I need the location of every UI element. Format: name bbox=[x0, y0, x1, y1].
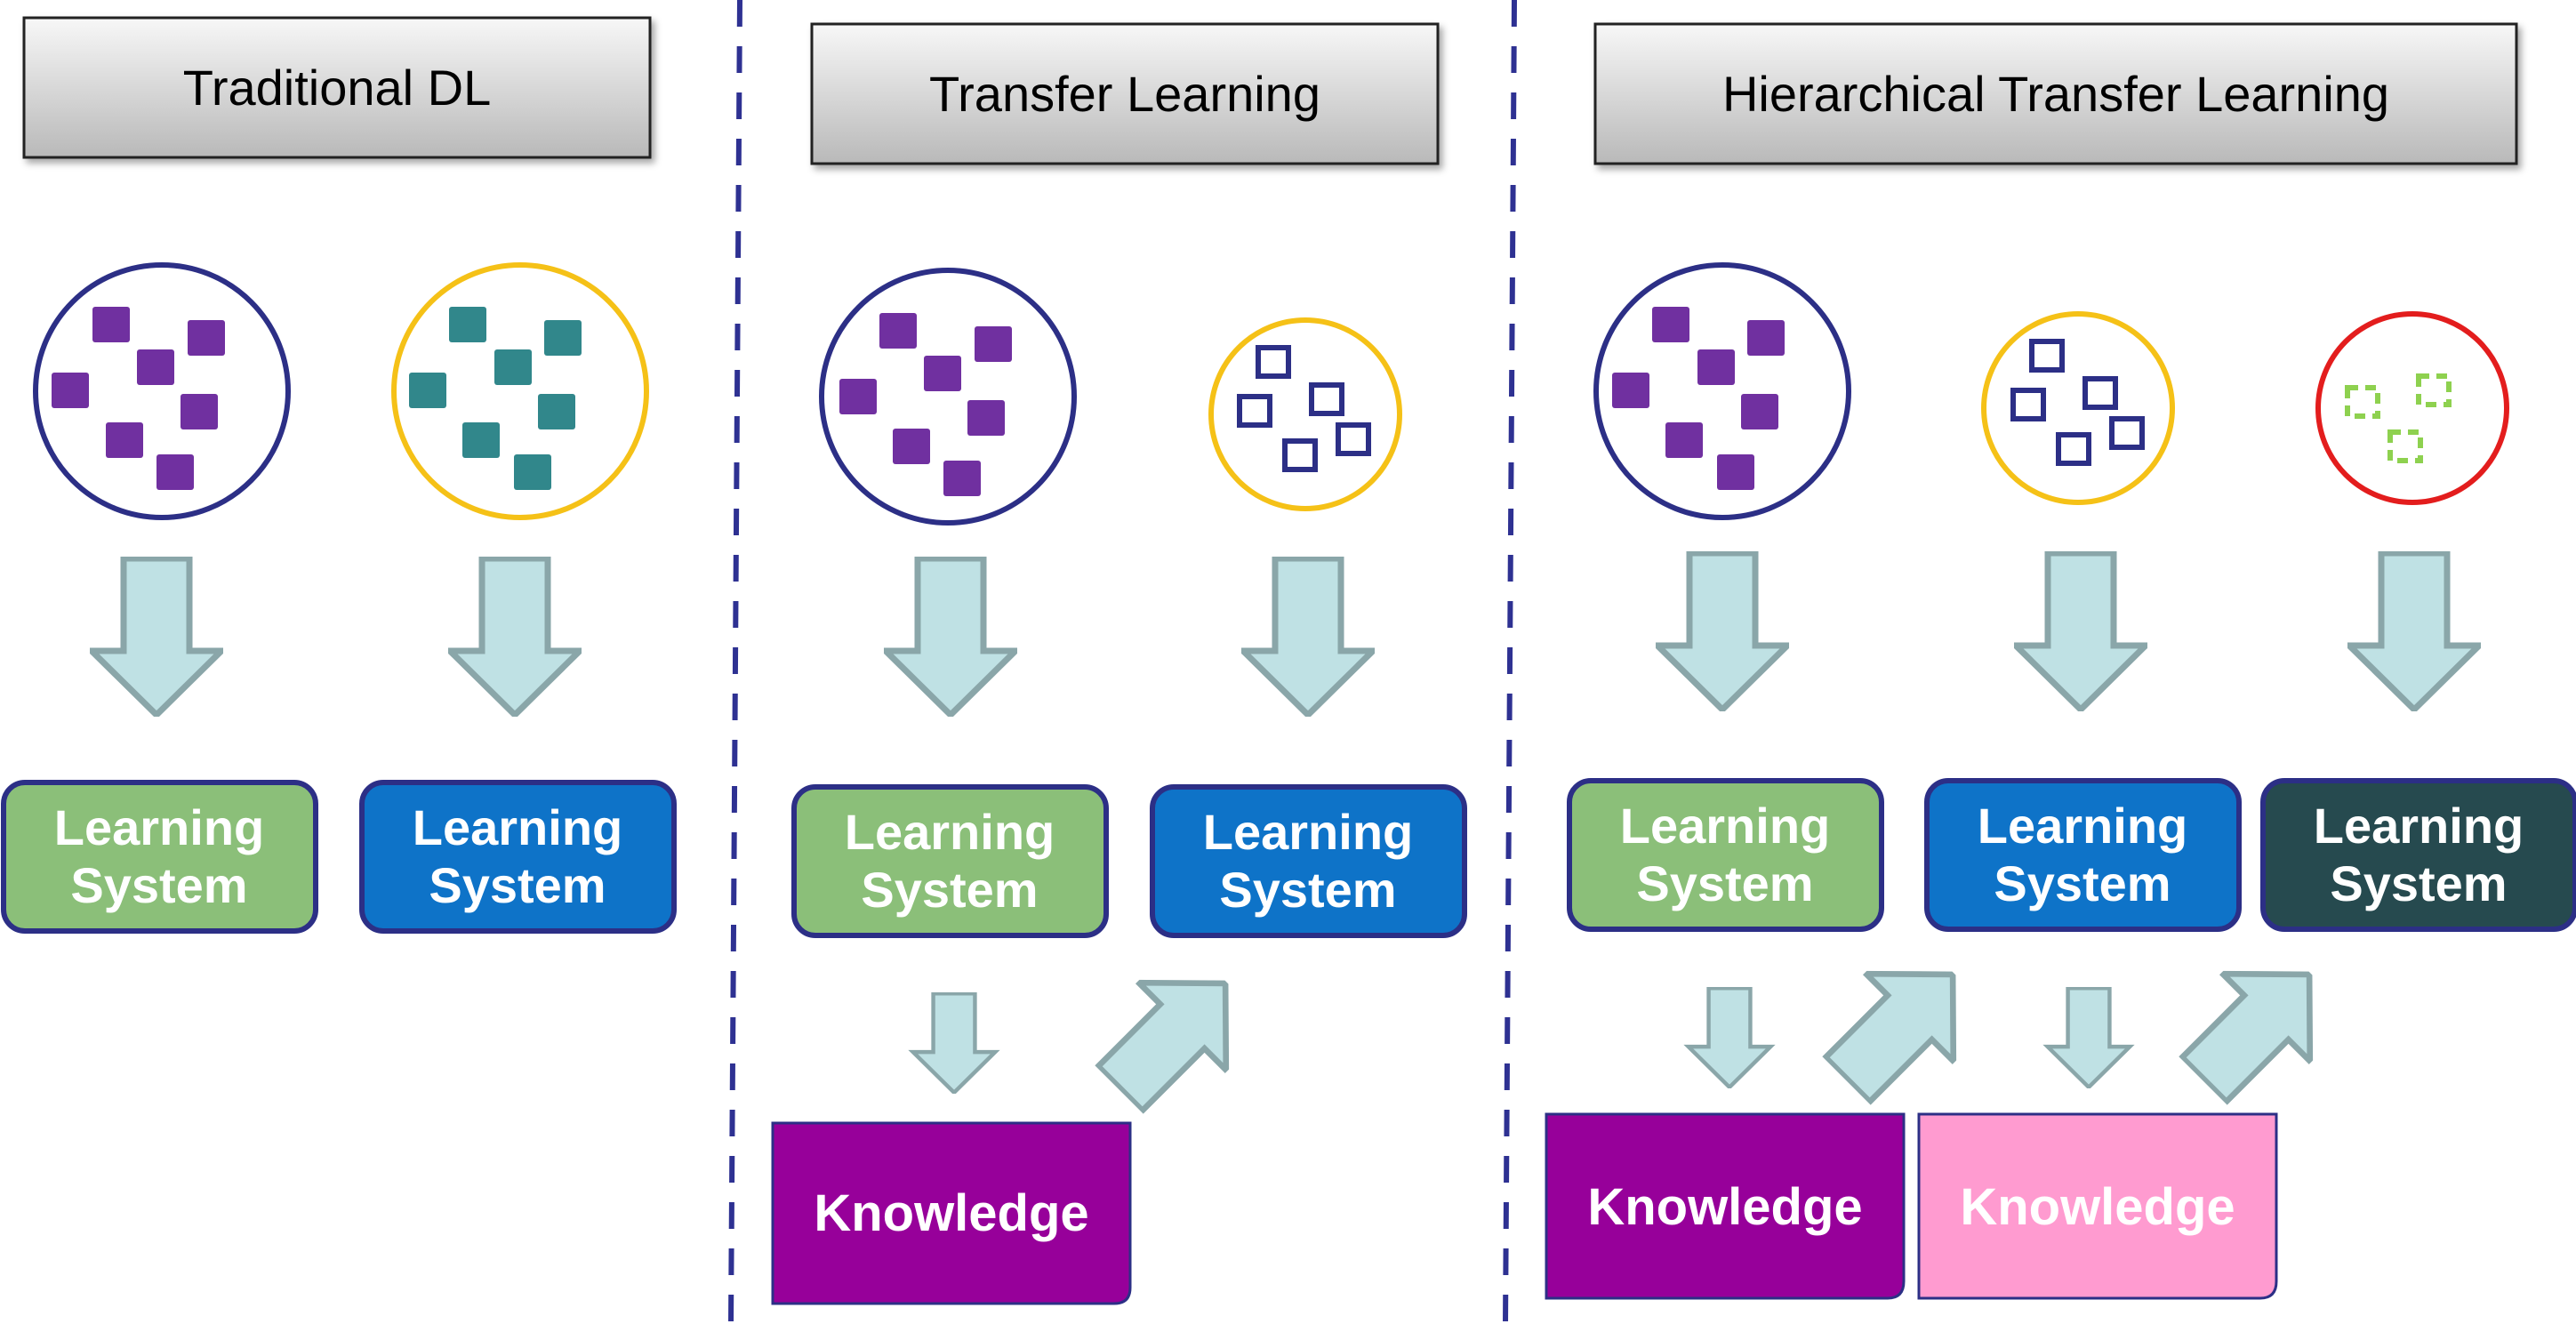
learning-system-box: Learning System bbox=[1924, 778, 2242, 932]
knowledge-box: Knowledge bbox=[1545, 1112, 1906, 1300]
section-title: Hierarchical Transfer Learning bbox=[1722, 66, 2389, 122]
learning-system-label: System bbox=[861, 862, 1038, 918]
section-transfer-learning: Transfer Learning bbox=[771, 22, 1467, 1305]
source-dataset-circle bbox=[1593, 262, 1851, 520]
down-arrow-icon bbox=[2048, 988, 2130, 1087]
source-dataset-circle bbox=[819, 268, 1077, 526]
knowledge-box: Knowledge bbox=[771, 1121, 1132, 1305]
section-title-box bbox=[1593, 22, 2518, 165]
target-dataset-circle bbox=[1208, 317, 1402, 511]
learning-system-box: Learning System bbox=[2260, 778, 2576, 932]
target-dataset-circle bbox=[391, 262, 649, 520]
down-arrow-icon bbox=[1689, 988, 1770, 1087]
down-arrow-icon bbox=[450, 558, 580, 715]
knowledge-label: Knowledge bbox=[1587, 1178, 1862, 1236]
learning-system-box: Learning System bbox=[359, 780, 677, 934]
learning-system-label: Learning bbox=[845, 804, 1055, 860]
section-title-box bbox=[22, 16, 652, 159]
learning-system-label: Learning bbox=[1978, 798, 2187, 854]
learning-system-label: System bbox=[1994, 855, 2171, 911]
learning-system-label: Learning bbox=[54, 799, 264, 855]
intermediate-dataset-circle bbox=[1981, 311, 2175, 505]
data-sample-squares bbox=[2345, 373, 2452, 463]
learning-system-label: System bbox=[2330, 855, 2507, 911]
learning-system-box: Learning System bbox=[1150, 784, 1467, 938]
data-sample-squares bbox=[1237, 345, 1371, 472]
section-title: Traditional DL bbox=[183, 60, 492, 116]
learning-system-label: Learning bbox=[1620, 798, 1830, 854]
section-divider bbox=[1503, 0, 1517, 1324]
data-sample-squares bbox=[409, 307, 582, 490]
section-hierarchical-transfer-learning: Hierarchical Transfer Learning bbox=[1545, 22, 2576, 1300]
down-arrow-icon bbox=[886, 558, 1015, 715]
down-arrow-icon bbox=[1243, 558, 1373, 715]
learning-system-label: Learning bbox=[413, 799, 622, 855]
data-sample-squares bbox=[839, 313, 1012, 496]
learning-system-box: Learning System bbox=[791, 784, 1109, 938]
diagonal-arrow-icon bbox=[1804, 931, 1996, 1123]
learning-system-box: Learning System bbox=[1, 780, 318, 934]
down-arrow-icon bbox=[913, 993, 995, 1092]
learning-system-label: System bbox=[429, 857, 606, 913]
down-arrow-icon bbox=[2016, 553, 2146, 710]
section-traditional-dl: Traditional DL bbox=[1, 16, 677, 934]
learning-system-label: Learning bbox=[1203, 804, 1413, 860]
down-arrow-icon bbox=[2349, 553, 2479, 710]
diagonal-arrow-icon bbox=[2161, 931, 2353, 1123]
target-dataset-circle bbox=[2315, 311, 2509, 505]
data-sample-squares bbox=[2010, 339, 2145, 466]
section-title-box bbox=[810, 22, 1440, 165]
learning-system-label: System bbox=[1219, 862, 1396, 918]
knowledge-label: Knowledge bbox=[1960, 1178, 2235, 1236]
diagonal-arrow-icon bbox=[1077, 940, 1269, 1132]
down-arrow-icon bbox=[92, 558, 221, 715]
section-title: Transfer Learning bbox=[929, 66, 1320, 122]
down-arrow-icon bbox=[1657, 553, 1787, 710]
section-divider bbox=[728, 0, 742, 1324]
data-sample-squares bbox=[52, 307, 225, 490]
learning-system-label: Learning bbox=[2314, 798, 2524, 854]
learning-system-label: System bbox=[70, 857, 247, 913]
knowledge-label: Knowledge bbox=[814, 1184, 1088, 1242]
learning-system-box: Learning System bbox=[1567, 778, 1884, 932]
learning-system-label: System bbox=[1636, 855, 1813, 911]
knowledge-box: Knowledge bbox=[1917, 1112, 2278, 1300]
data-sample-squares bbox=[1612, 307, 1785, 490]
source-dataset-circle bbox=[33, 262, 291, 520]
